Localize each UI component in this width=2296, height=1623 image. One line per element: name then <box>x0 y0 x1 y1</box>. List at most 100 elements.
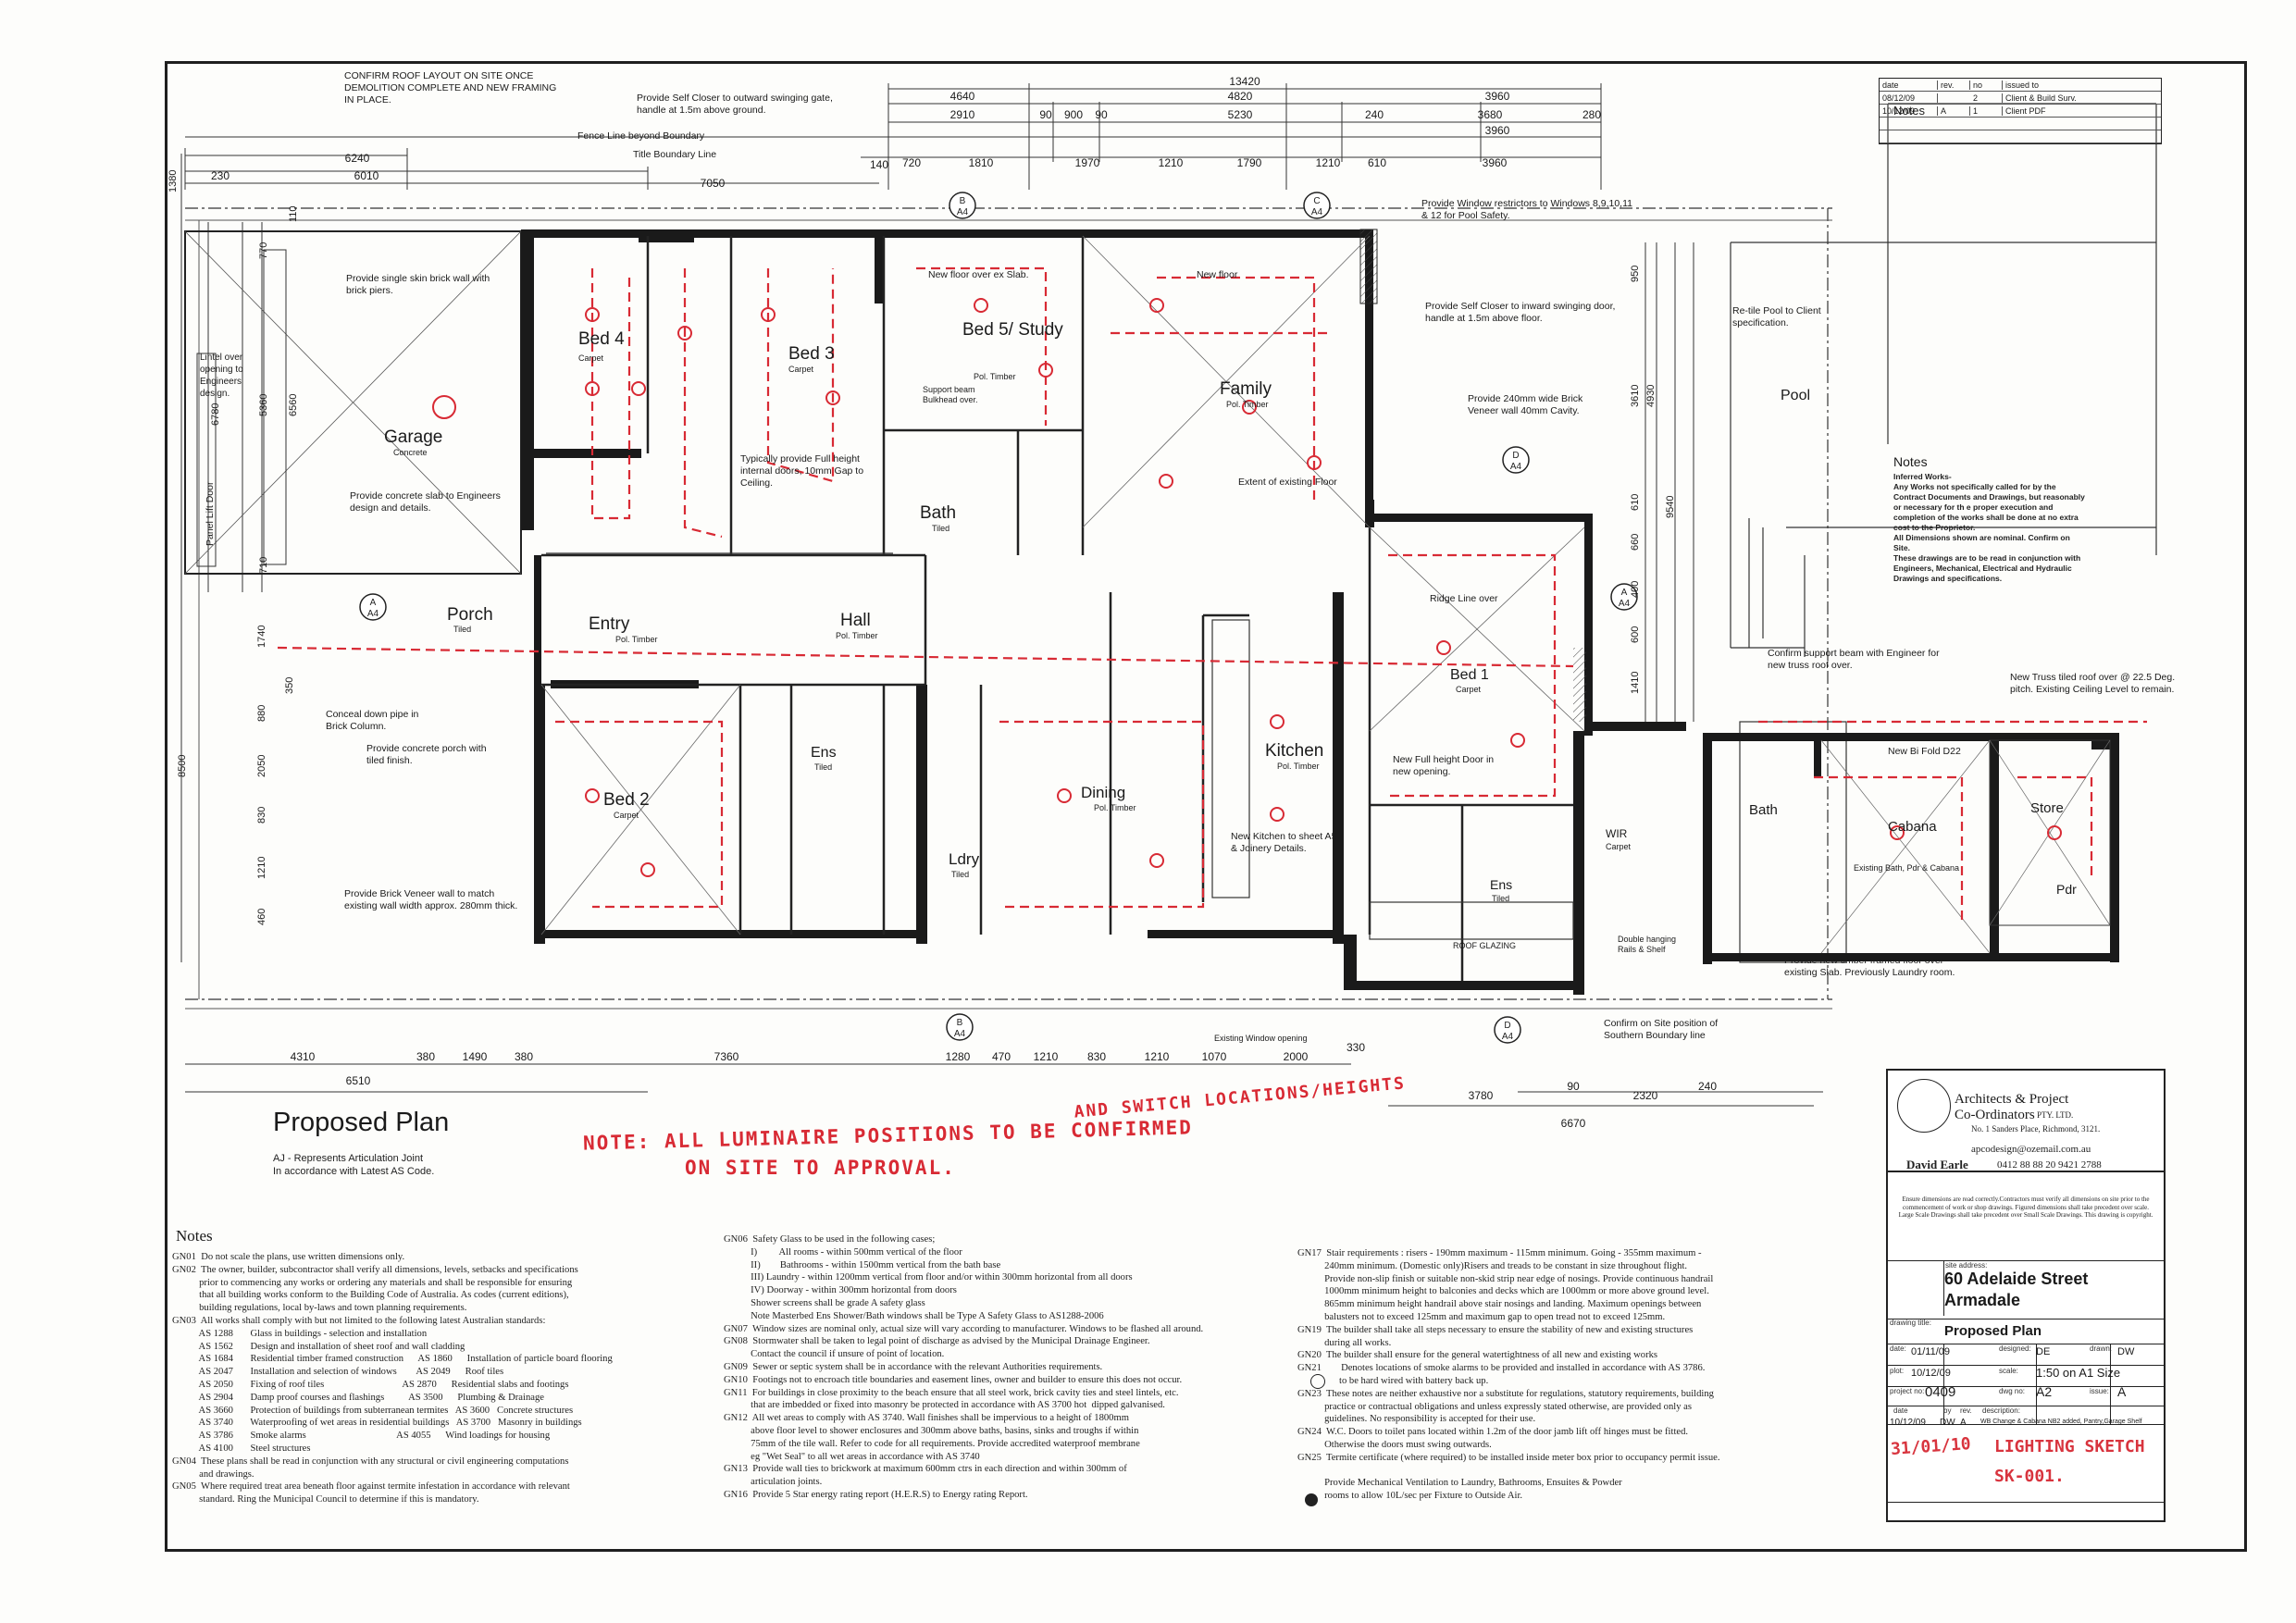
annotation: New Bi Fold D22 <box>1888 746 1961 757</box>
room-label: Dining <box>1081 784 1125 801</box>
svg-text:D: D <box>1504 1021 1510 1031</box>
date-label: date: <box>1890 1344 1906 1353</box>
svg-text:A: A <box>370 598 377 608</box>
dim-text: 7050 <box>701 177 726 190</box>
dim-text: 4930 <box>1645 385 1657 407</box>
rev-by-value: DW <box>1940 1418 1955 1428</box>
notes-panel-line: Any Works not specifically called for by… <box>1893 482 2085 532</box>
general-notes-col2: GN06 Safety Glass to be used in the foll… <box>724 1234 1204 1500</box>
redline-code: SK-001. <box>1994 1467 2065 1486</box>
annotation: Panel Lift Door <box>205 481 216 546</box>
annotation: Provide new timber framed floor over exi… <box>1784 955 1955 978</box>
room-label: Kitchen <box>1265 741 1323 761</box>
room-label: Bed 2 <box>603 790 650 810</box>
dwg-no: A2 <box>2036 1384 2053 1399</box>
legend-line: In accordance with Latest AS Code. <box>273 1166 435 1177</box>
dim-text: 5360 <box>258 394 269 416</box>
dim-text: 950 <box>1630 266 1641 282</box>
disclaimer: Ensure dimensions are read correctly.Con… <box>1898 1196 2153 1219</box>
svg-text:C: C <box>1313 196 1320 206</box>
drawn-by: DW <box>2117 1346 2135 1357</box>
rev-no: 1 <box>1970 105 2003 116</box>
rev-header-issued: issued to <box>2005 80 2040 90</box>
rev-desc-label: description: <box>1982 1406 2020 1415</box>
dim-text: 380 <box>515 1050 533 1063</box>
room-label: Porch <box>447 605 493 625</box>
annotation: New Truss tiled roof over @ 22.5 Deg. pi… <box>2010 672 2176 695</box>
annotation: Conceal down pipe in Brick Column. <box>326 709 419 732</box>
dim-text: 140 <box>870 158 888 171</box>
room-finish: Carpet <box>578 353 604 363</box>
smoke-alarm-icon <box>1310 1374 1325 1389</box>
firm-suffix: PTY. LTD. <box>2037 1110 2074 1120</box>
dim-text: 610 <box>1368 156 1386 169</box>
rev-rev-value: A <box>1960 1418 1967 1428</box>
rev-date-value: 10/12/09 <box>1890 1418 1926 1428</box>
room-finish: Pol. Timber <box>615 635 658 644</box>
rev-header-no: no <box>1970 80 2003 90</box>
annotation: Provide Self Closer to outward swinging … <box>637 93 833 116</box>
drawing-date: 01/11/09 <box>1911 1346 1951 1357</box>
annotation: Existing Bath, Pdr & Cabana <box>1854 863 1959 873</box>
room-finish: Pol. Timber <box>1226 400 1269 409</box>
site-address-1: 60 Adelaide Street <box>1944 1270 2089 1288</box>
dim-text: 90 <box>1039 108 1052 121</box>
rev-rev-label: rev. <box>1960 1406 1972 1415</box>
annotation: Provide Self Closer to inward swinging d… <box>1425 301 1616 324</box>
dim-text: 900 <box>1064 108 1083 121</box>
dim-text: 240 <box>1698 1080 1717 1093</box>
room-label: Pdr <box>2056 882 2077 897</box>
dim-text: 3960 <box>1485 124 1510 137</box>
room-finish: Tiled <box>814 762 832 772</box>
room-label: Cabana <box>1888 819 1937 835</box>
site-address-2: Armadale <box>1944 1291 2021 1309</box>
room-label: Garage <box>384 427 442 447</box>
dim-text: 830 <box>1087 1050 1106 1063</box>
dim-text: 5230 <box>1228 108 1253 121</box>
project-no-label: project no: <box>1890 1387 1925 1395</box>
annotation: Fence Line beyond Boundary <box>577 130 705 142</box>
rev-issued: Client PDF <box>2005 105 2046 116</box>
room-finish: Tiled <box>932 524 949 533</box>
svg-text:A4: A4 <box>367 609 379 619</box>
dim-text: 2320 <box>1633 1089 1658 1102</box>
room-label: Bed 3 <box>788 344 835 364</box>
firm-address: No. 1 Sanders Place, Richmond, 3121. <box>1971 1124 2101 1134</box>
room-finish: Carpet <box>614 811 639 820</box>
dim-text: 770 <box>258 242 269 259</box>
room-label: Ens <box>811 745 837 761</box>
firm-name: Architects & Project Co-Ordinators <box>1955 1092 2075 1123</box>
dim-text: 4640 <box>950 90 975 103</box>
room-finish: Tiled <box>951 870 969 879</box>
rev-date: 10/12/09 <box>1880 105 1938 116</box>
annotation: Re-tile Pool to Client specification. <box>1732 305 1821 328</box>
dim-text: 13420 <box>1229 75 1260 88</box>
plot-label: plot: <box>1890 1367 1905 1375</box>
annotation: Provide concrete porch with tiled finish… <box>366 743 487 766</box>
annotation: Confirm support beam with Engineer for n… <box>1768 648 1940 671</box>
room-label: Bed 4 <box>578 329 625 349</box>
room-finish: Carpet <box>788 365 814 374</box>
dim-text: 1210 <box>256 857 267 879</box>
room-label: Bath <box>1749 802 1778 818</box>
room-finish: Pol. Timber <box>1094 803 1136 812</box>
dim-text: 1210 <box>1316 156 1341 169</box>
rev-rev: A <box>1938 105 1970 116</box>
dim-text: 350 <box>284 677 295 694</box>
dwg-no-label: dwg no: <box>1999 1387 2026 1395</box>
dim-text: 6010 <box>354 169 379 182</box>
svg-text:B: B <box>960 196 966 206</box>
rev-date-label: date <box>1893 1406 1908 1415</box>
drawing-title-label: drawing title: <box>1890 1319 1931 1327</box>
notes-panel-body: Inferred Works- Any Works not specifical… <box>1893 472 2088 584</box>
dim-text: 2000 <box>1284 1050 1309 1063</box>
dim-text: 880 <box>256 705 267 722</box>
notes-heading: Notes <box>176 1227 213 1245</box>
annotation: New Full height Door in new opening. <box>1393 754 1495 777</box>
annotation: Provide single skin brick wall with bric… <box>346 273 490 296</box>
site-address-label: site address: <box>1945 1261 1988 1270</box>
dim-text: 330 <box>1347 1041 1365 1054</box>
dim-text: 1210 <box>1034 1050 1059 1063</box>
dim-text: 8500 <box>177 755 188 777</box>
dim-text: 90 <box>1095 108 1108 121</box>
